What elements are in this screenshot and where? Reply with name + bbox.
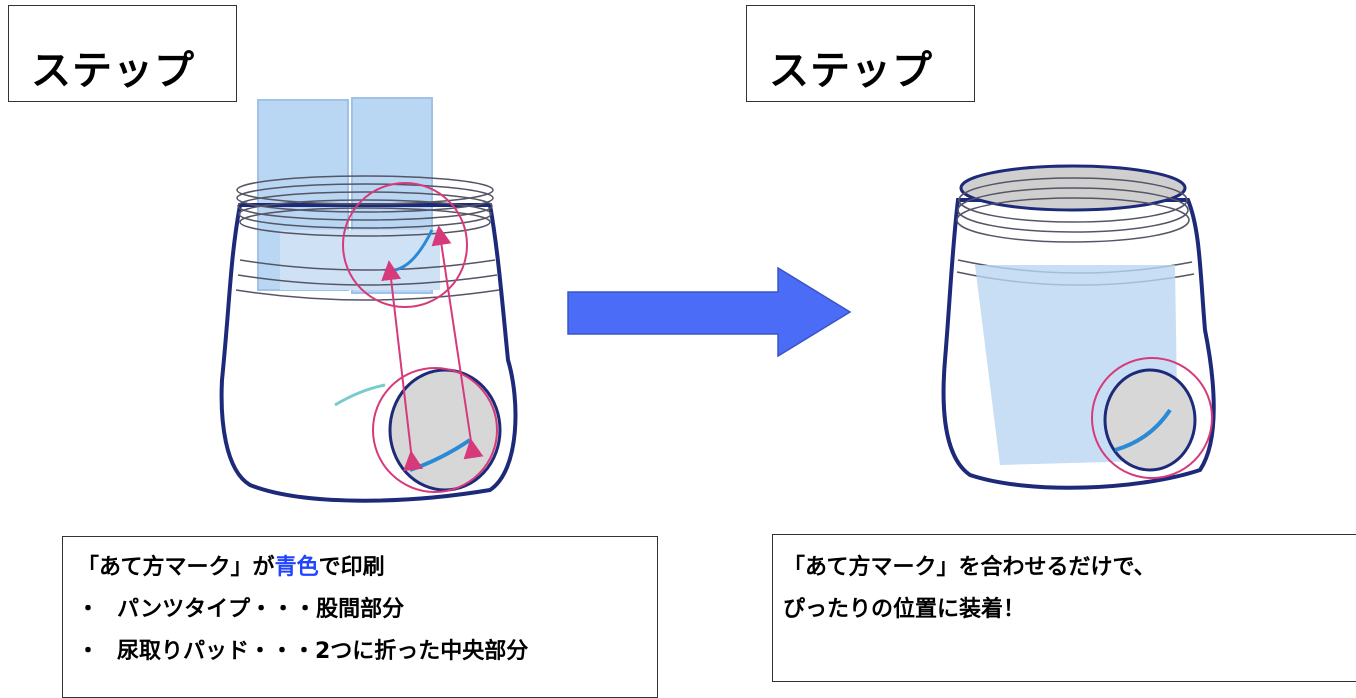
step-1-title: ステップ — [31, 48, 195, 94]
step-2-title: ステップ — [769, 48, 933, 94]
caption-1-text-a: 「あて方マーク」が — [77, 555, 275, 580]
marker-circle-fitted — [1091, 357, 1213, 479]
leg-opening — [388, 368, 502, 492]
caption-1-item-2-text: 尿取りパッド・・・2つに折った中央部分 — [117, 639, 529, 664]
step-2-label-box: ステップ — [746, 5, 975, 102]
caption-1-item-1-text: パンツタイプ・・・股間部分 — [117, 597, 405, 622]
caption-1-text-b: で印刷 — [318, 555, 385, 580]
alignment-arrow-right — [431, 225, 484, 460]
caption-1-item-2: ・尿取りパッド・・・2つに折った中央部分 — [77, 633, 528, 665]
diaper-fitted-illustration — [941, 164, 1216, 490]
step-1-label-box: ステップ — [8, 5, 237, 102]
diaper-with-pad-illustration — [219, 97, 518, 503]
bullet: ・ — [77, 597, 100, 622]
caption-step-2: 「あて方マーク」を合わせるだけで、 ぴったりの位置に装着！ — [772, 534, 1356, 682]
right-arrow — [567, 266, 852, 358]
caption-2-line-1: 「あて方マーク」を合わせるだけで、 — [783, 555, 1156, 580]
caption-step-1: 「あて方マーク」が青色で印刷 ・パンツタイプ・・・股間部分 ・尿取りパッド・・・… — [62, 536, 658, 698]
caption-1-item-1: ・パンツタイプ・・・股間部分 — [77, 591, 404, 623]
caption-1-line-1: 「あて方マーク」が青色で印刷 — [77, 549, 385, 581]
caption-2-line-2: ぴったりの位置に装着！ — [783, 597, 1026, 622]
caption-1-accent-text: 青色 — [274, 555, 319, 580]
alignment-arrow-left — [381, 260, 424, 472]
bullet: ・ — [77, 639, 100, 664]
